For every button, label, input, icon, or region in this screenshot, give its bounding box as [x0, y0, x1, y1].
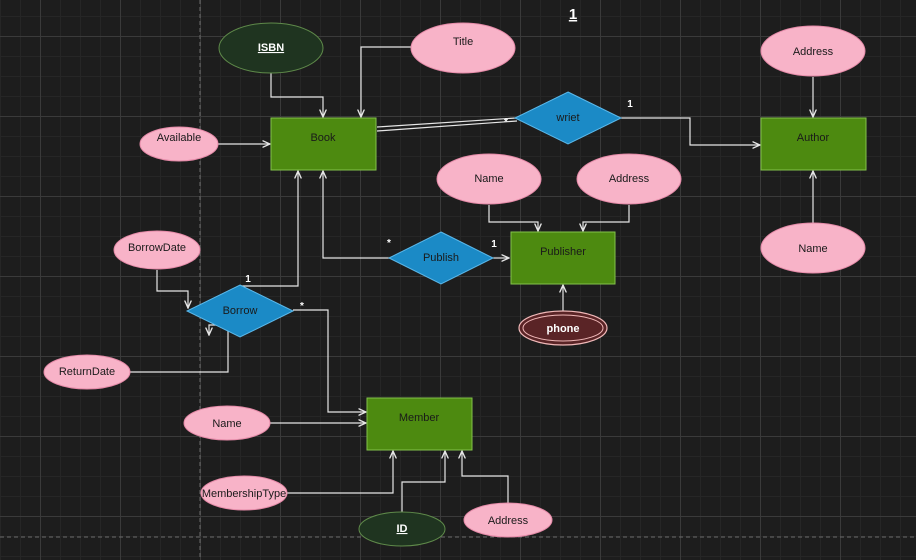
edge-publisher-name[interactable] [488, 205, 538, 231]
attribute-member-address[interactable]: Address [463, 502, 553, 538]
edge-book-wriet-2[interactable] [376, 120, 518, 132]
edge-book-wriet-1[interactable] [376, 117, 517, 128]
cardinality-borrow-member: * [300, 301, 304, 312]
relationship-borrow[interactable]: Borrow [185, 284, 295, 338]
attribute-title[interactable]: Title [410, 22, 516, 74]
attribute-membershiptype[interactable]: MembershipType [200, 475, 288, 511]
attribute-publisher-address[interactable]: Address [576, 153, 682, 205]
edge-borrowdate-borrow[interactable] [156, 270, 188, 308]
edge-borrow-book[interactable] [240, 171, 298, 287]
attribute-borrowdate[interactable]: BorrowDate [113, 230, 201, 270]
cardinality-borrow-book: 1 [245, 274, 251, 285]
cardinality-wriet-author: 1 [627, 99, 633, 110]
cardinality-publish-publisher: 1 [491, 239, 497, 250]
attribute-author-name[interactable]: Name [760, 222, 866, 274]
relationship-publish[interactable]: Publish [387, 231, 495, 285]
edge-wriet-author[interactable] [621, 117, 760, 145]
relationship-wriet-label: wriet [555, 112, 579, 124]
edge-borrow-member[interactable] [293, 309, 366, 412]
entity-member[interactable]: Member [366, 397, 473, 451]
attribute-publisher-address-label: Address [609, 173, 650, 185]
attribute-author-name-label: Name [798, 243, 827, 255]
attribute-id-key[interactable]: ID [358, 511, 446, 547]
edge-title-book[interactable] [361, 46, 411, 117]
entity-member-label: Member [399, 412, 440, 424]
relationship-borrow-label: Borrow [223, 305, 258, 317]
entity-publisher-label: Publisher [540, 246, 586, 258]
page-title: 1 [569, 6, 577, 23]
edge-isbn-book[interactable] [270, 70, 323, 117]
relationship-wriet[interactable]: wriet [513, 91, 623, 145]
attribute-available[interactable]: Available [139, 126, 219, 162]
attribute-member-address-label: Address [488, 515, 529, 527]
attribute-available-label: Available [157, 132, 201, 144]
attribute-borrowdate-label: BorrowDate [128, 242, 186, 254]
entity-author[interactable]: Author [760, 117, 867, 171]
edge-publisher-address[interactable] [583, 205, 630, 231]
attribute-id-label: ID [397, 523, 408, 535]
attribute-author-address-label: Address [793, 46, 834, 58]
attribute-phone-multivalued[interactable]: phone [518, 310, 608, 346]
attribute-isbn-key[interactable]: ISBN [218, 22, 324, 74]
edge-publish-book[interactable] [323, 171, 390, 259]
attribute-isbn-label: ISBN [258, 42, 284, 54]
edge-id-member[interactable] [401, 451, 445, 512]
relationship-publish-label: Publish [423, 252, 459, 264]
attribute-title-label: Title [453, 36, 473, 48]
attribute-author-address[interactable]: Address [760, 25, 866, 77]
entity-author-label: Author [797, 132, 830, 144]
edge-membershiptype-member[interactable] [287, 451, 393, 494]
attribute-membershiptype-label: MembershipType [202, 488, 286, 500]
attribute-member-name-label: Name [212, 418, 241, 430]
attribute-returndate[interactable]: ReturnDate [43, 354, 131, 390]
attribute-publisher-name-label: Name [474, 173, 503, 185]
entity-publisher[interactable]: Publisher [510, 231, 616, 285]
attribute-member-name[interactable]: Name [183, 405, 271, 441]
edge-address-member[interactable] [462, 451, 509, 503]
attribute-publisher-name[interactable]: Name [436, 153, 542, 205]
attribute-returndate-label: ReturnDate [59, 366, 115, 378]
entity-book-label: Book [310, 132, 336, 144]
attribute-phone-label: phone [547, 323, 580, 335]
entity-book[interactable]: Book [270, 117, 377, 171]
cardinality-publish-book: * [387, 238, 391, 249]
cardinality-wriet-book: * [504, 117, 508, 128]
edge-returndate-borrow[interactable] [130, 324, 229, 373]
